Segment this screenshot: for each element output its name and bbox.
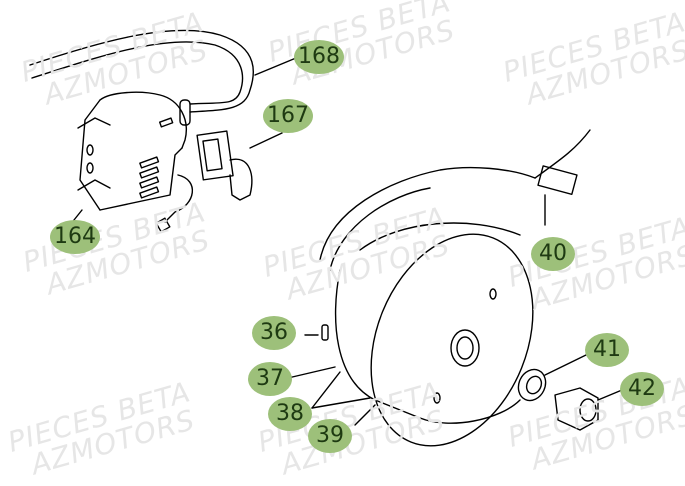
- callout-168[interactable]: 168: [294, 40, 344, 74]
- callout-41[interactable]: 41: [585, 333, 629, 367]
- callout-164[interactable]: 164: [50, 220, 100, 254]
- callout-40[interactable]: 40: [531, 237, 575, 271]
- flywheel-drawing: [287, 129, 591, 447]
- callout-42[interactable]: 42: [620, 372, 664, 406]
- ht-lead-drawing: [29, 29, 297, 113]
- callout-37[interactable]: 37: [248, 362, 292, 396]
- callout-36[interactable]: 36: [252, 316, 296, 350]
- nut-drawing: [554, 387, 623, 431]
- callout-167[interactable]: 167: [263, 99, 313, 133]
- spark-plug-cap-drawing: [196, 130, 283, 201]
- callout-39[interactable]: 39: [308, 419, 352, 453]
- washer-drawing: [517, 354, 587, 402]
- callout-38[interactable]: 38: [268, 397, 312, 431]
- parts-diagram: [29, 29, 623, 447]
